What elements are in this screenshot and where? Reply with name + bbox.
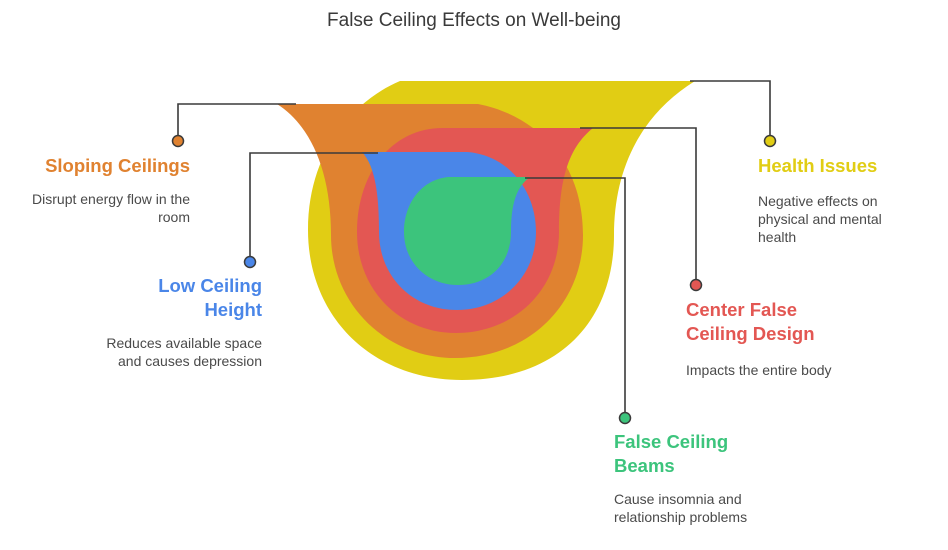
- label-sloping-ceilings: Sloping Ceilings: [45, 155, 190, 176]
- connector-health: [690, 80, 771, 141]
- connector-beams: [525, 177, 626, 418]
- connector-center: [580, 127, 697, 285]
- dot-center: [689, 278, 703, 292]
- layer-false-ceiling-beams: [404, 177, 530, 285]
- dot-beams: [618, 411, 632, 425]
- desc-sloping-ceilings: Disrupt energy flow in the room: [32, 191, 190, 225]
- connector-low: [249, 152, 378, 262]
- desc-health-issues: Negative effects on physical and mental …: [758, 193, 882, 245]
- label-low-ceiling-height: Low Ceiling Height: [158, 275, 262, 320]
- desc-low-ceiling-height: Reduces available space and causes depre…: [106, 335, 262, 369]
- desc-center-false-ceiling-design: Impacts the entire body: [686, 362, 832, 378]
- dot-health: [763, 134, 777, 148]
- diagram-title: False Ceiling Effects on Well-being: [327, 10, 621, 31]
- connector-lines: [177, 80, 771, 418]
- connector-sloping: [177, 103, 296, 141]
- label-center-false-ceiling-design: Center False Ceiling Design: [686, 299, 815, 344]
- dot-sloping: [171, 134, 185, 148]
- label-false-ceiling-beams: False Ceiling Beams: [614, 431, 729, 476]
- desc-false-ceiling-beams: Cause insomnia and relationship problems: [614, 491, 748, 525]
- label-health-issues: Health Issues: [758, 155, 878, 176]
- dot-low: [243, 255, 257, 269]
